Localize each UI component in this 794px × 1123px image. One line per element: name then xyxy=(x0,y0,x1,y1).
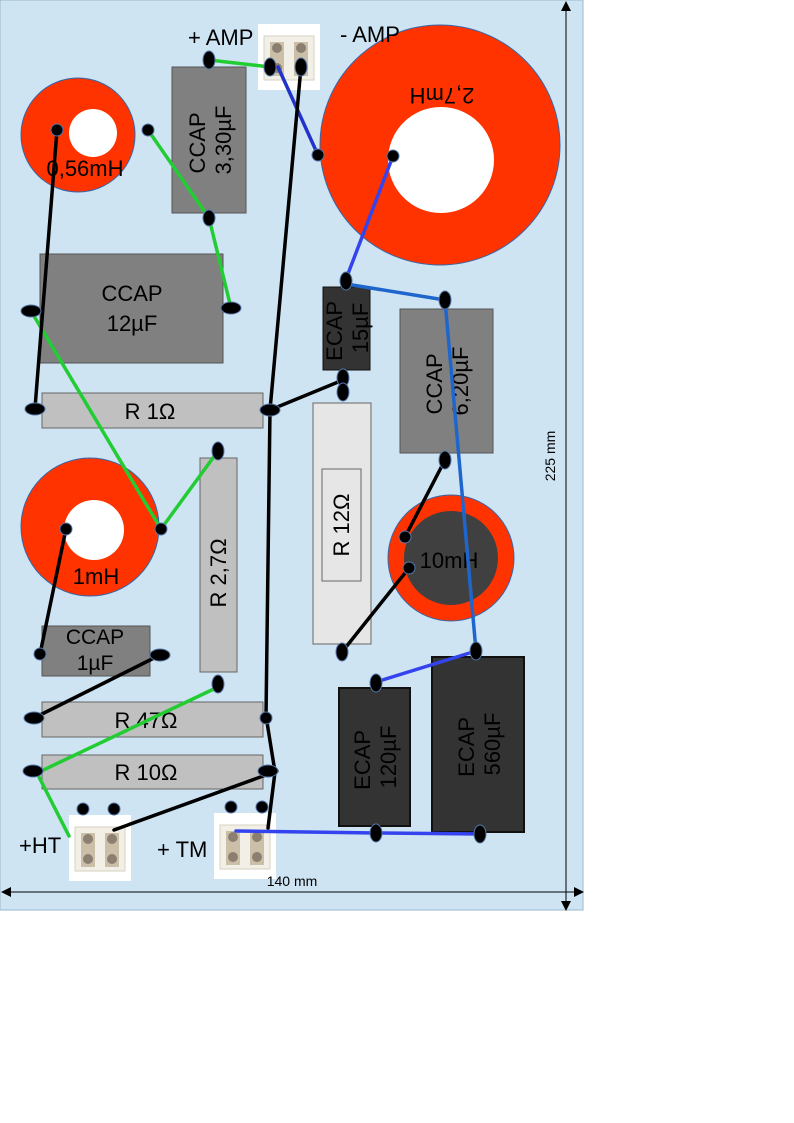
wire-black xyxy=(33,128,59,410)
terminal-block-tm xyxy=(213,812,277,880)
wire-black xyxy=(403,458,447,539)
terminal-block-ht xyxy=(68,814,132,882)
resistor-label: R 12Ω xyxy=(329,494,354,557)
svg-text:CCAP 6,20µF: CCAP 6,20µF xyxy=(422,347,473,416)
inductor-label: 1mH xyxy=(73,564,119,589)
solder-pads xyxy=(20,50,487,844)
dimension-height: 225 mm xyxy=(542,1,571,911)
cap-type: CCAP xyxy=(185,113,210,174)
resistor-label: R 10Ω xyxy=(115,760,178,785)
cap-value: 560µF xyxy=(480,713,505,776)
ecap-560uf: ECAP 560µF xyxy=(431,656,525,833)
cap-type: ECAP xyxy=(322,301,347,361)
wire-black xyxy=(340,566,411,654)
ccap-3-30uf: CCAP 3,30µF xyxy=(171,66,247,214)
wire-black xyxy=(268,378,345,412)
wire-blue xyxy=(374,649,478,684)
ecap-120uf: ECAP 120µF xyxy=(338,687,411,827)
ecap-15uf: ECAP 15µF xyxy=(322,286,373,371)
cap-type: CCAP xyxy=(101,281,162,306)
inductor-1mh: 1mH xyxy=(20,457,160,597)
resistor-1ohm: R 1Ω xyxy=(41,392,264,429)
svg-text:ECAP 15µF: ECAP 15µF xyxy=(322,295,373,361)
terminal-block-amp xyxy=(257,23,321,91)
dimension-width-label: 140 mm xyxy=(267,873,318,889)
cap-type: CCAP xyxy=(66,626,124,649)
ccap-12uf: CCAP 12µF xyxy=(39,253,224,364)
wire-black xyxy=(112,769,279,832)
cap-value: 12µF xyxy=(107,311,158,336)
terminal-label-ht-plus: +HT xyxy=(19,833,61,858)
resistor-2-7ohm: R 2,7Ω xyxy=(199,457,238,673)
wire-black xyxy=(32,653,162,720)
inductor-10mh: 10mH xyxy=(387,494,515,622)
cap-type: CCAP xyxy=(422,354,447,415)
inductor-label: 0,56mH xyxy=(46,156,123,181)
dimension-height-label: 225 mm xyxy=(542,431,558,482)
inductor-label: 2,7mH xyxy=(410,83,475,108)
terminal-label-amp-plus: + AMP xyxy=(188,25,253,50)
terminal-label-amp-minus: - AMP xyxy=(340,22,400,47)
svg-text:CCAP 3,30µF: CCAP 3,30µF xyxy=(185,106,236,175)
resistor-label: R 1Ω xyxy=(125,399,176,424)
cap-value: 15µF xyxy=(348,303,373,354)
svg-text:ECAP 560µF: ECAP 560µF xyxy=(454,711,505,777)
terminal-label-tm-plus: + TM xyxy=(157,837,207,862)
cap-value: 3,30µF xyxy=(211,106,236,175)
cap-value: 1µF xyxy=(77,652,114,675)
cap-value: 120µF xyxy=(376,726,401,789)
wire-green xyxy=(207,58,272,69)
resistor-10ohm: R 10Ω xyxy=(41,754,264,790)
resistor-label: R 2,7Ω xyxy=(206,538,231,607)
svg-text:ECAP 120µF: ECAP 120µF xyxy=(350,724,401,790)
resistor-12ohm: R 12Ω xyxy=(312,402,372,645)
inductor-0-56mh: 0,56mH xyxy=(20,77,136,193)
cap-type: ECAP xyxy=(350,730,375,790)
inductor-2-7mh: 2,7mH xyxy=(319,24,561,266)
wire-blue xyxy=(344,154,395,281)
dimension-width: 140 mm xyxy=(1,873,584,897)
wire-black xyxy=(38,527,68,656)
cap-type: ECAP xyxy=(454,717,479,777)
